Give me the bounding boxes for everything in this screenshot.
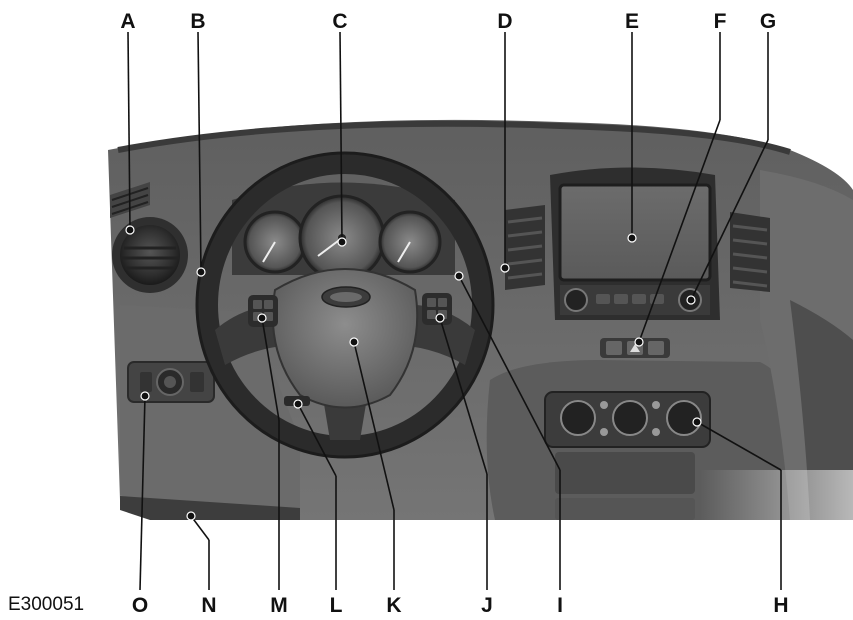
callout-K: K (386, 594, 401, 617)
callout-I: I (557, 594, 563, 617)
callout-F: F (714, 10, 727, 33)
callout-J: J (481, 594, 493, 617)
callout-O: O (132, 594, 148, 617)
climate-control (545, 392, 710, 520)
callout-C: C (332, 10, 347, 33)
callout-A: A (120, 10, 135, 33)
callout-E: E (625, 10, 639, 33)
callout-B: B (190, 10, 205, 33)
callout-M: M (270, 594, 288, 617)
figure-id-code: E300051 (8, 594, 84, 615)
callout-D: D (497, 10, 512, 33)
callout-N: N (201, 594, 216, 617)
callout-G: G (760, 10, 776, 33)
callout-H: H (773, 594, 788, 617)
callout-L: L (330, 594, 343, 617)
